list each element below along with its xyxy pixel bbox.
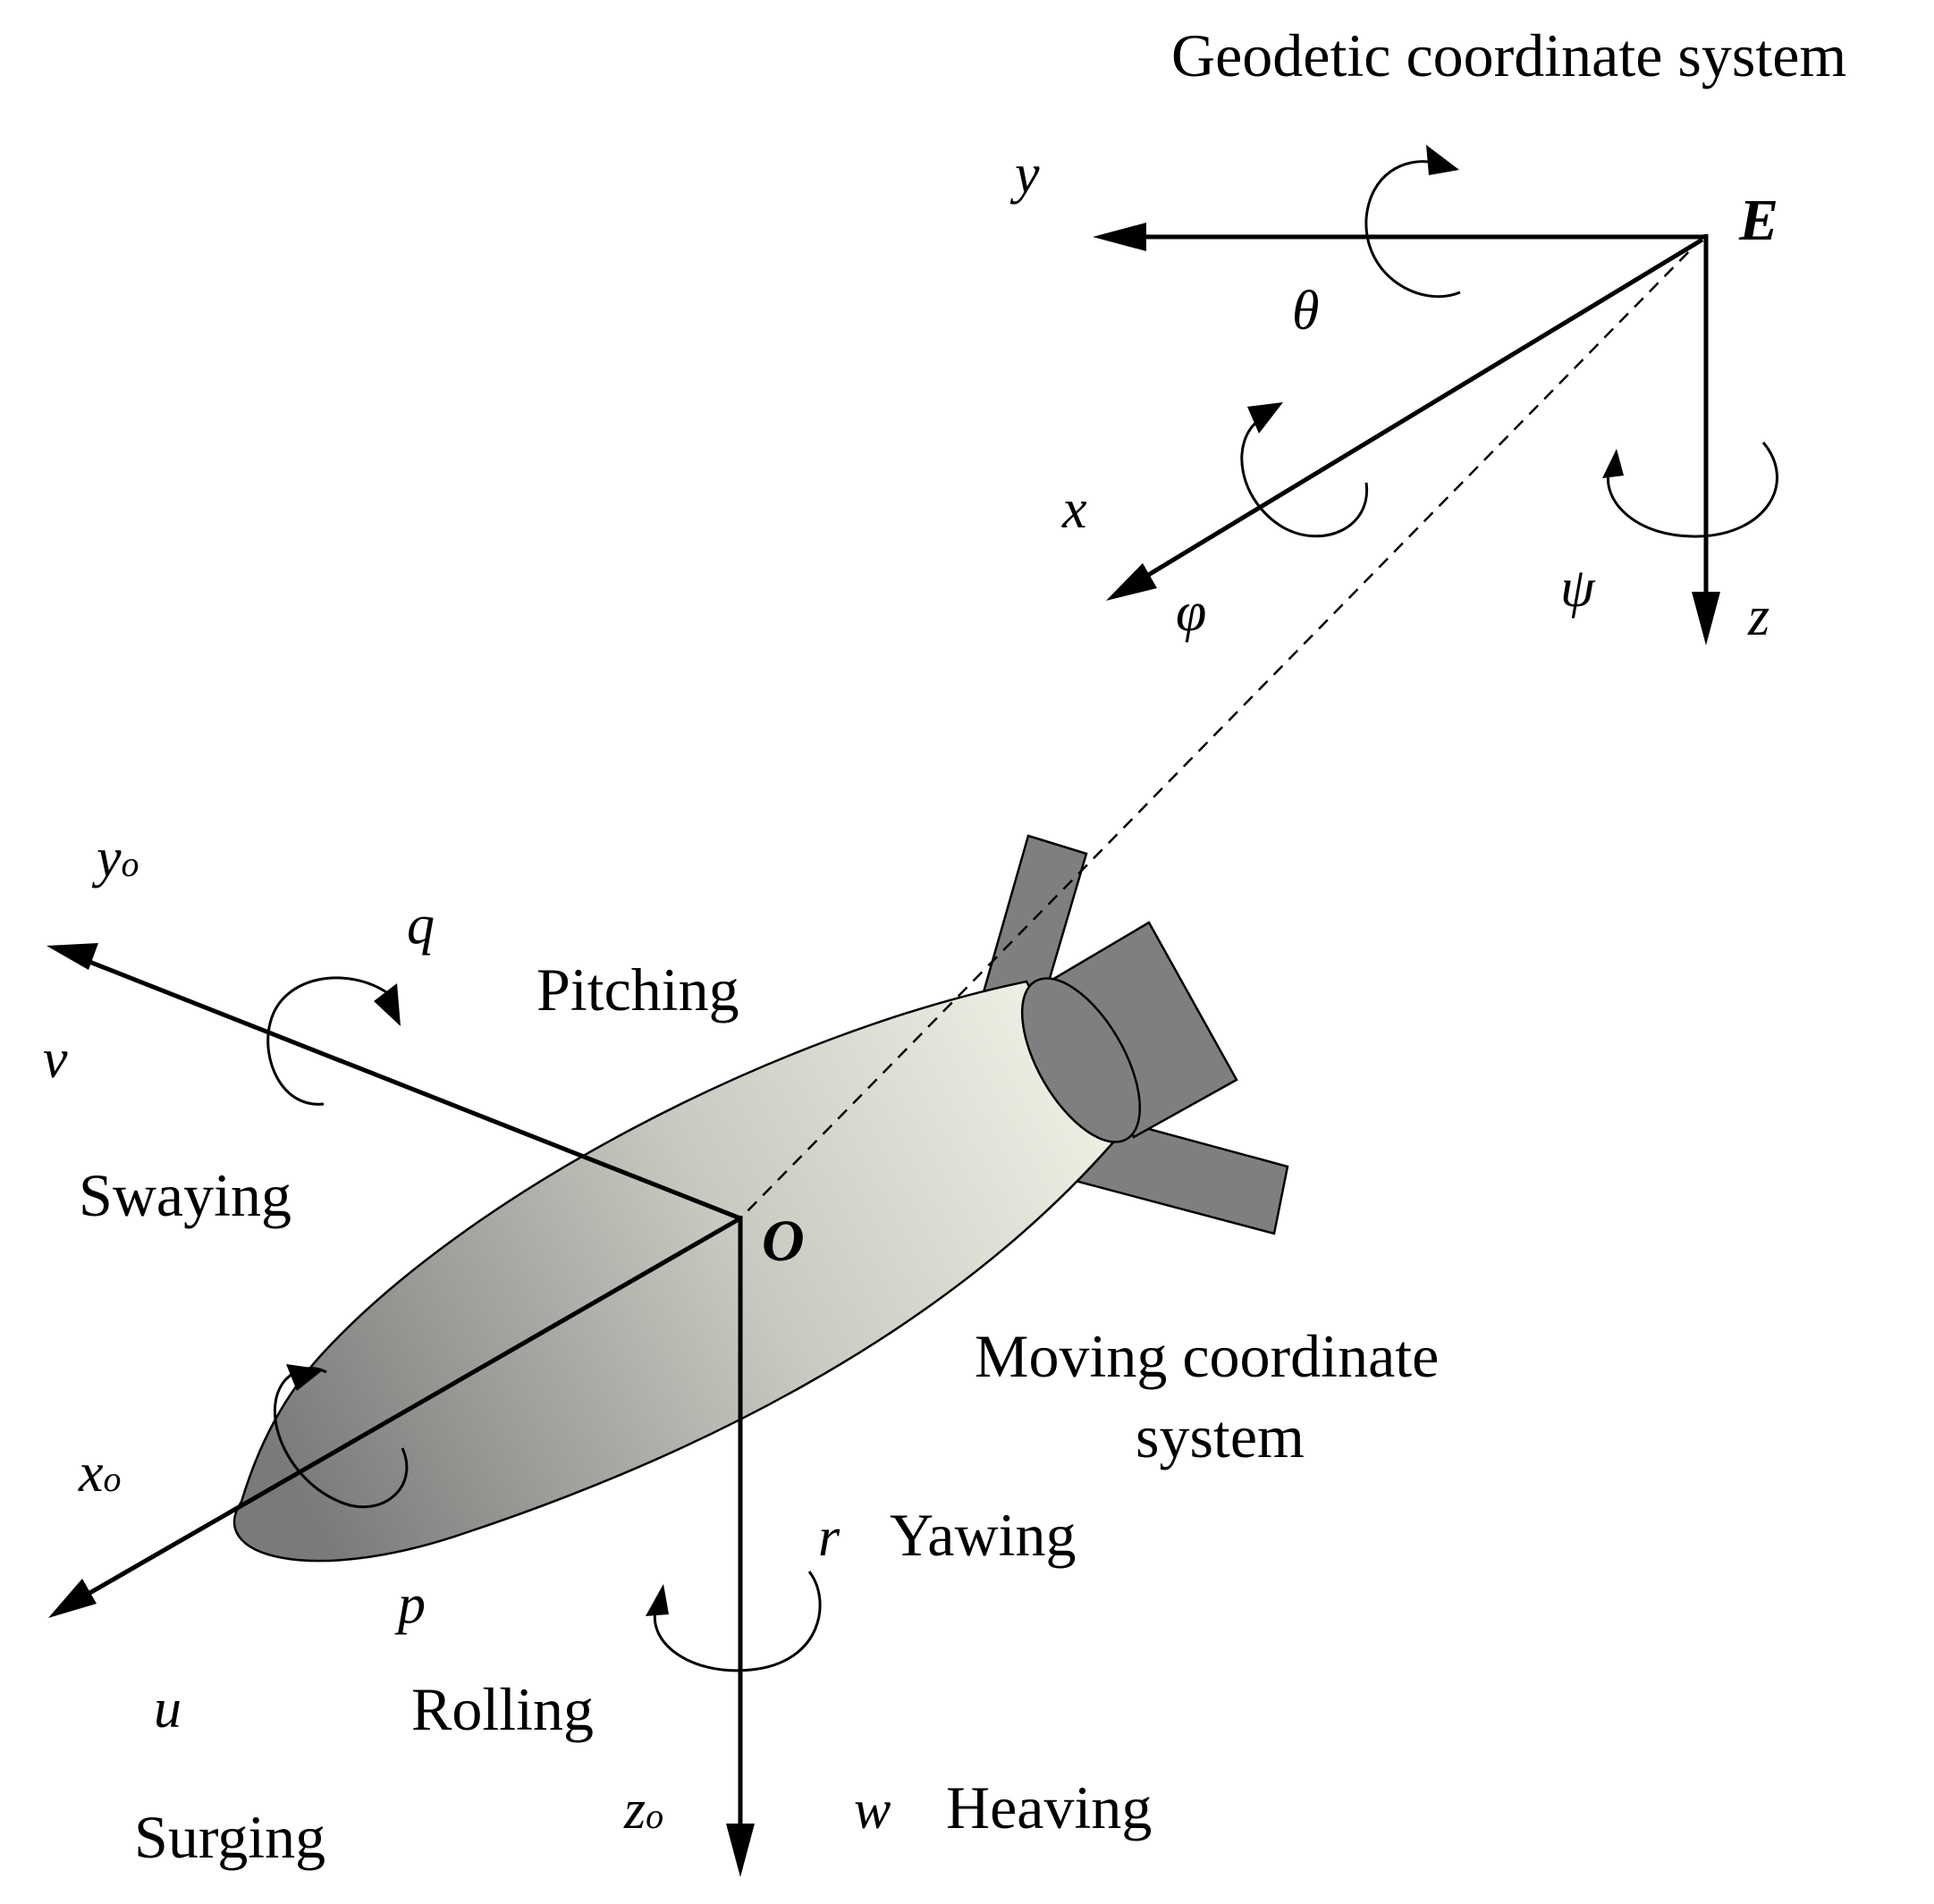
yo-axis-subscript: o [122,844,139,884]
moving-rotation-arrows [266,976,822,1672]
moving-title-line2: system [1136,1403,1305,1470]
yaw-arrowhead [646,1584,669,1616]
moving-yo-axis [80,956,741,1221]
geodetic-rotation-arrows [1240,145,1778,538]
psi-arrowhead [1602,449,1624,478]
yo-axis-letter: y [91,828,122,889]
moving-yo-arrowhead [46,943,98,970]
pitch-arrowhead [374,983,401,1026]
geodetic-z-arrowhead [1692,592,1720,645]
zo-axis-letter: z [623,1780,646,1841]
yo-axis-label: yo [91,828,139,889]
geodetic-x-arrowhead [1106,563,1157,601]
roll-arrowhead [286,1364,324,1391]
zo-axis-subscript: o [646,1796,663,1836]
moving-xo-axis [79,1216,742,1601]
zo-axis-label: zo [623,1780,663,1841]
xo-axis-label: xo [78,1443,122,1504]
yaw-symbol: r [818,1507,840,1568]
auv-vehicle [232,834,1289,1563]
geodetic-z-label: z [1747,586,1769,647]
sway-label: Swaying [79,1161,291,1229]
pitch-label: Pitching [536,956,739,1024]
geodetic-origin-label: E [1738,188,1778,253]
theta-rotation-arrow [1364,160,1461,299]
geodetic-x-axis [1136,237,1704,584]
e-to-o-dashed-line [739,236,1704,1219]
moving-xo-arrowhead [48,1579,97,1618]
surge-label: Surging [134,1803,325,1871]
geodetic-y-label: y [1009,144,1040,205]
xo-axis-subscript: o [104,1459,122,1499]
moving-axes [46,943,755,1877]
psi-label: ψ [1560,558,1596,619]
moving-title-line1: Moving coordinate [975,1322,1439,1390]
geodetic-x-label: x [1061,479,1087,540]
pitch-symbol: q [407,895,435,956]
yaw-rotation-arrow [653,1571,822,1672]
roll-symbol: p [394,1574,426,1635]
geodetic-title: Geodetic coordinate system [1171,21,1846,89]
heave-symbol: w [854,1780,891,1841]
phi-label: φ [1176,582,1206,643]
moving-origin-label: O [762,1209,805,1274]
geodetic-axes [1093,223,1720,645]
heave-label: Heaving [946,1773,1152,1841]
tail-cap [1020,977,1142,1143]
hull-body [232,980,1115,1563]
surge-symbol: u [154,1679,182,1740]
geodetic-y-arrowhead [1093,223,1146,251]
theta-label: θ [1292,281,1319,341]
moving-zo-arrowhead [726,1824,755,1877]
phi-rotation-arrow [1240,418,1369,538]
yaw-label: Yawing [890,1501,1076,1569]
pitch-rotation-arrow [266,976,390,1106]
phi-arrowhead [1247,402,1283,434]
roll-label: Rolling [411,1675,594,1743]
theta-arrowhead [1426,145,1459,175]
sway-symbol: v [43,1029,68,1090]
psi-rotation-arrow [1607,442,1778,538]
xo-axis-letter: x [78,1443,104,1504]
